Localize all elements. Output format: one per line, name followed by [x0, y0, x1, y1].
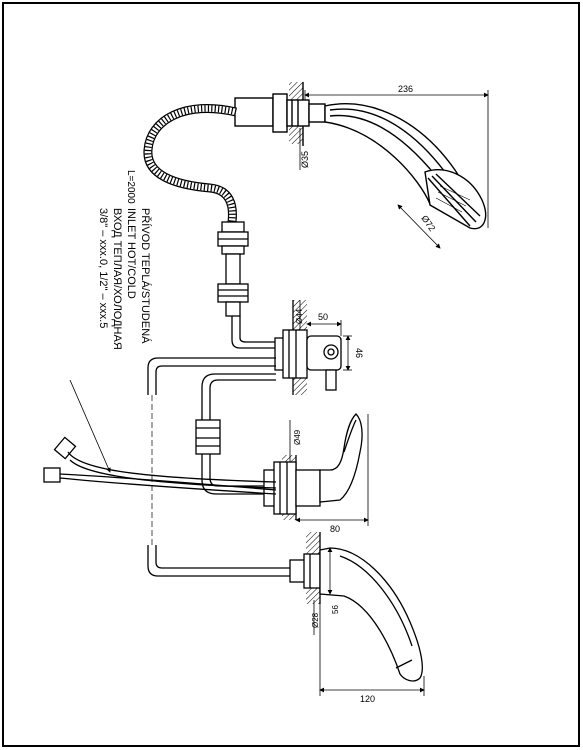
dim-shower-length: 236: [398, 84, 413, 94]
mixer-body: [231, 300, 342, 395]
dim-spout-height: 56: [331, 605, 340, 614]
hose-connectors: [217, 221, 249, 317]
hand-shower: [234, 82, 487, 230]
dim-hose-nut: Ø35: [300, 151, 310, 168]
dim-spout-length: 120: [360, 694, 375, 704]
dim-mixer-depth: 50: [318, 312, 328, 322]
dim-tap-rosette: Ø49: [293, 429, 302, 445]
inlet-note-line3: ВХОД ТЕПЛАЯ/ХОЛОДНАЯ: [111, 208, 123, 350]
inlet-note-line4: 3/8" – xxx.0, 1/2" – xxx.5: [97, 208, 109, 328]
inlet-hoses: [43, 436, 277, 495]
dim-spout-rosette: Ø28: [311, 612, 320, 628]
dim-hose-length: L=2000: [125, 170, 136, 204]
spout-dimension-lines: [313, 547, 425, 696]
tap-dimension-lines: [289, 414, 369, 526]
mixer-dimension-lines: [299, 300, 352, 371]
dim-mixer-rosette: Ø44: [295, 308, 304, 324]
inlet-note-line2: INLET HOT/COLD: [125, 208, 137, 299]
dim-tap-depth: 80: [330, 524, 340, 534]
inlet-note: PŘÍVOD TEPLÁ/STUDENÁ INLET HOT/COLD ВХОД…: [97, 208, 152, 350]
dim-mixer-height: 46: [354, 348, 364, 358]
spout-body: [289, 532, 423, 682]
shower-dimension-lines: [299, 90, 489, 249]
flexible-hose: [143, 104, 238, 223]
tap-body: [263, 413, 363, 520]
inlet-note-line1: PŘÍVOD TEPLÁ/STUDENÁ: [139, 208, 152, 344]
inlet-leader-line: [69, 379, 111, 473]
supply-pipes: [147, 357, 290, 577]
